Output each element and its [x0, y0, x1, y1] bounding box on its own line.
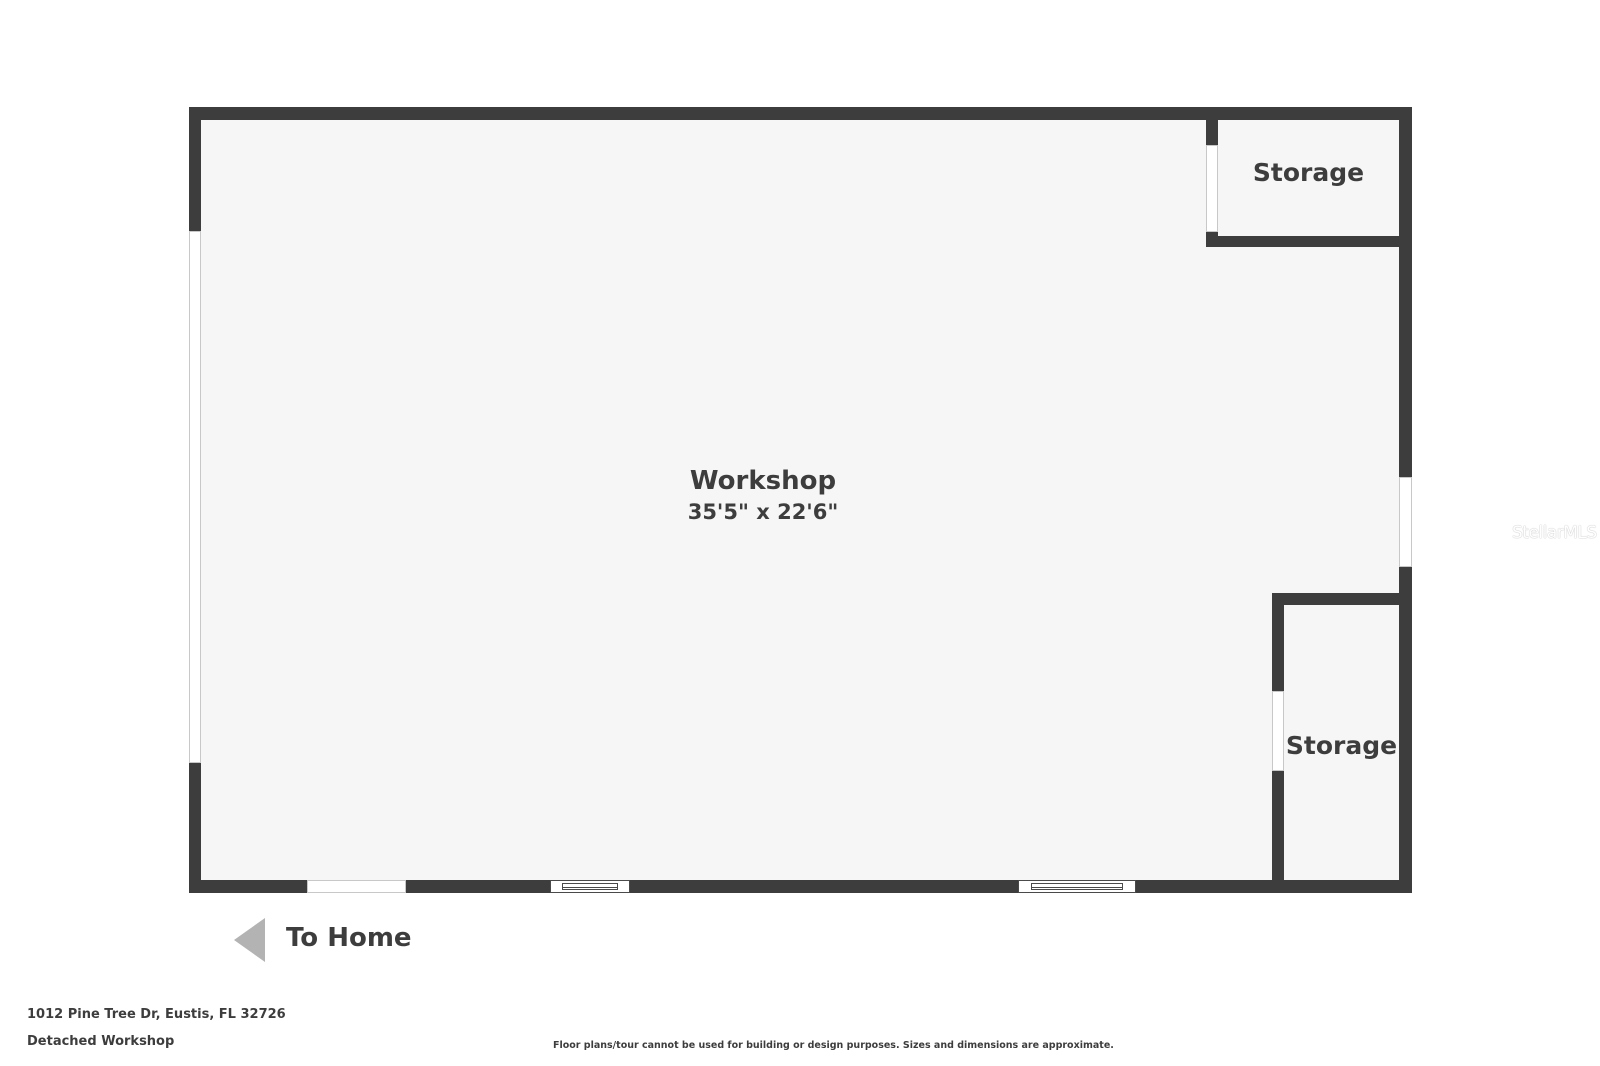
window-left: [189, 231, 201, 763]
disclaimer: Floor plans/tour cannot be used for buil…: [553, 1040, 1114, 1051]
structure-name: Detached Workshop: [27, 1034, 175, 1049]
storage-1-wall-bottom: [1206, 236, 1412, 247]
outer-wall-top: [189, 107, 1412, 120]
room-dimensions-workshop: 35'5" x 22'6": [687, 500, 839, 524]
window-bottom-2: [1018, 880, 1136, 893]
property-address: 1012 Pine Tree Dr, Eustis, FL 32726: [27, 1007, 286, 1022]
room-label-storage-2: Storage: [1285, 731, 1398, 760]
room-label-workshop: Workshop: [689, 466, 837, 496]
storage-2-wall-top: [1272, 593, 1412, 605]
storage-2-door: [1272, 691, 1284, 771]
window-right: [1399, 477, 1412, 567]
watermark: StellarMLS: [1512, 523, 1597, 543]
direction-indicator: To Home: [234, 918, 434, 962]
arrow-left-icon: [234, 918, 265, 962]
window-bottom-1: [550, 880, 630, 893]
room-label-storage-1: Storage: [1252, 158, 1365, 187]
direction-label: To Home: [286, 923, 412, 953]
door-bottom: [307, 880, 406, 893]
storage-1-door: [1206, 145, 1218, 232]
